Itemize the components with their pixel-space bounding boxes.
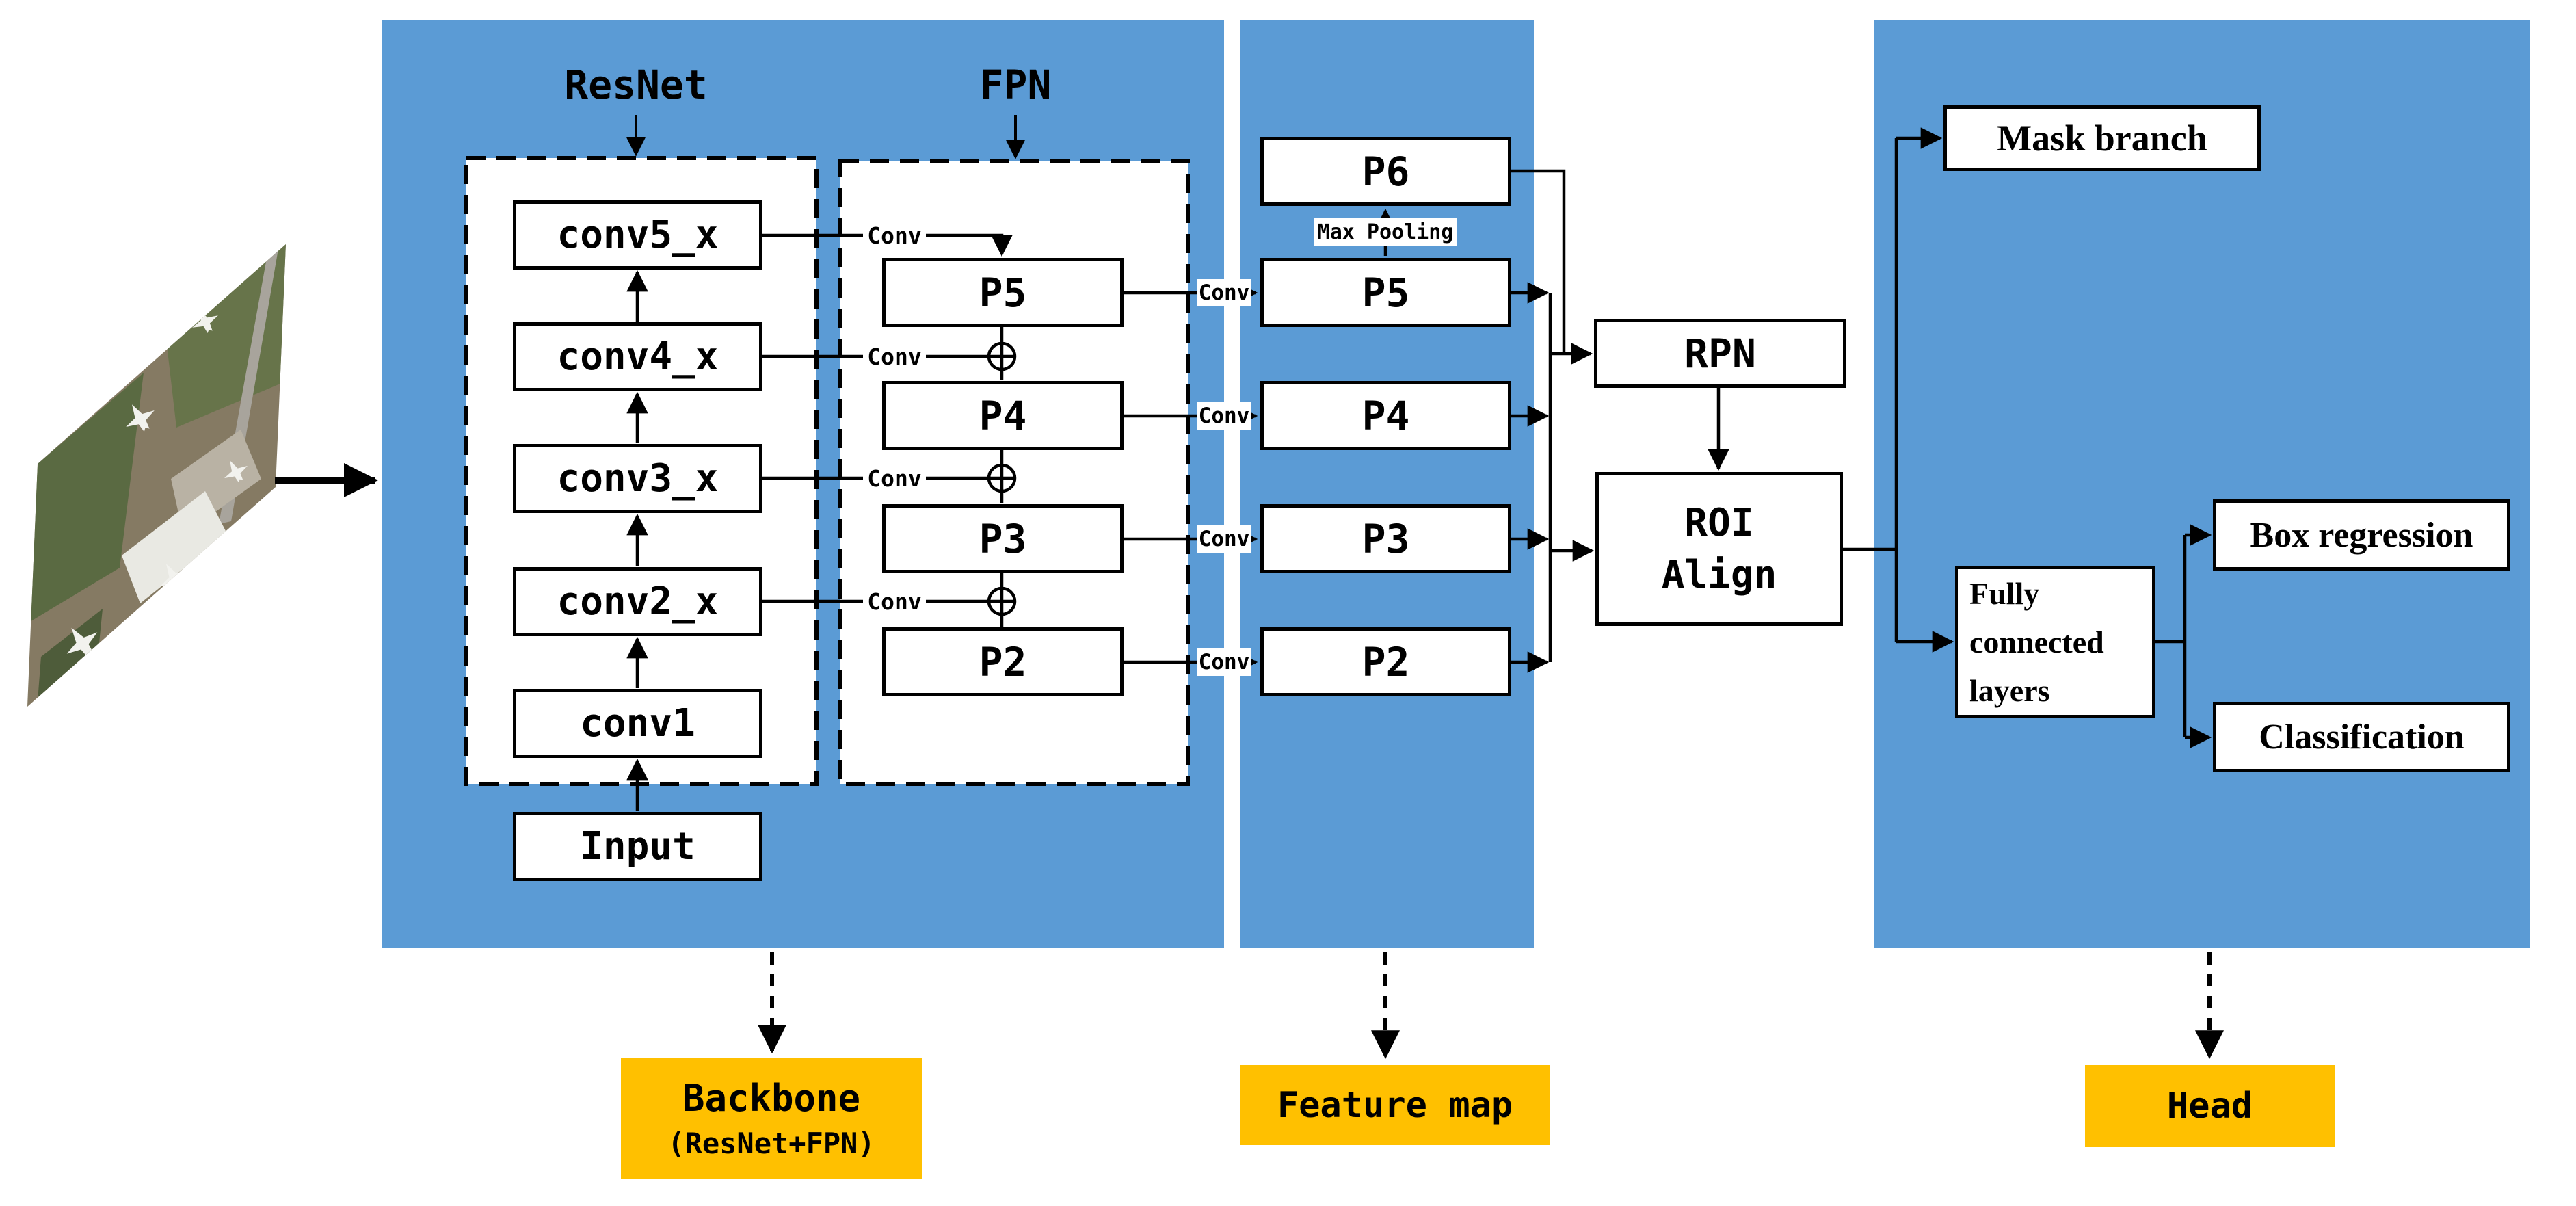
conv4x-label: conv4_x (557, 335, 719, 379)
feature-map-caption: Feature map (1240, 1065, 1550, 1145)
fpn-p2-label: P2 (979, 638, 1027, 685)
box-fm-p6: P6 (1260, 137, 1511, 206)
input-label: Input (580, 824, 695, 869)
fpn-p5-label: P5 (979, 269, 1027, 316)
conv3x-label: conv3_x (557, 456, 719, 501)
add-circle-icon (987, 463, 1017, 493)
fc-line1: Fully (1969, 575, 2040, 611)
conv-op-chip: Conv (863, 464, 926, 492)
conv-op-chip: Conv (863, 588, 926, 615)
box-fpn-p2: P2 (882, 627, 1124, 696)
add-circle-icon (987, 586, 1017, 616)
head-caption: Head (2085, 1065, 2335, 1147)
conv-op-label: Conv (1198, 527, 1250, 551)
box-fm-p3: P3 (1260, 504, 1511, 573)
box-classification: Classification (2213, 702, 2510, 772)
head-panel (1874, 20, 2530, 948)
box-fully-connected: Fully connected layers (1955, 566, 2155, 718)
feature-map-output-bus (1511, 169, 1595, 673)
conv-op-label: Conv (867, 343, 922, 370)
box-rpn: RPN (1594, 319, 1846, 388)
box-fm-p4: P4 (1260, 381, 1511, 450)
conv-op-chip: Conv (1197, 525, 1251, 553)
conv-op-chip: Conv (863, 343, 926, 370)
max-pooling-label: Max Pooling (1317, 220, 1454, 244)
backbone-caption-title: Backbone (682, 1077, 861, 1120)
roi-align-line1: ROI (1684, 500, 1754, 545)
conv-op-chip: Conv (1197, 648, 1251, 676)
fc-line2: connected (1969, 624, 2104, 659)
fm-p5-label: P5 (1362, 269, 1410, 316)
fm-p2-label: P2 (1362, 638, 1410, 685)
backbone-caption: Backbone (ResNet+FPN) (621, 1058, 922, 1179)
fpn-title: FPN (947, 60, 1084, 109)
conv-op-chip: Conv (1197, 402, 1251, 430)
box-fm-p5: P5 (1260, 258, 1511, 327)
box-roi-align: ROI Align (1595, 472, 1843, 626)
classification-label: Classification (2259, 718, 2465, 757)
head-caption-title: Head (2166, 1086, 2253, 1127)
caption-dashed-arrows (758, 952, 2224, 1060)
box-conv4x: conv4_x (513, 322, 762, 391)
fpn-p3-label: P3 (979, 515, 1027, 562)
conv-op-label: Conv (1198, 650, 1250, 674)
box-input: Input (513, 812, 762, 881)
conv-op-label: Conv (867, 464, 922, 492)
fc-output-branch (2155, 524, 2212, 748)
conv-op-label: Conv (867, 588, 922, 615)
backbone-caption-subtitle: (ResNet+FPN) (667, 1127, 875, 1160)
input-aerial-image-icon (27, 244, 378, 707)
conv1-label: conv1 (580, 701, 695, 746)
fm-p4-label: P4 (1362, 392, 1410, 439)
resnet-title: ResNet (546, 60, 726, 109)
box-fpn-p5: P5 (882, 258, 1124, 327)
roi-output-branch (1843, 127, 1954, 653)
conv-op-chip: Conv (1197, 279, 1251, 306)
fpn-p4-label: P4 (979, 392, 1027, 439)
fc-line3: layers (1969, 673, 2050, 709)
conv2x-label: conv2_x (557, 579, 719, 624)
box-mask-branch: Mask branch (1943, 105, 2261, 171)
fm-p6-label: P6 (1362, 148, 1410, 195)
add-circle-icon (987, 341, 1017, 371)
box-conv2x: conv2_x (513, 567, 762, 636)
conv-op-label: Conv (867, 222, 922, 249)
conv-op-label: Conv (1198, 280, 1250, 305)
rpn-label: RPN (1684, 330, 1756, 377)
resnet-title-label: ResNet (564, 62, 708, 108)
fm-p3-label: P3 (1362, 515, 1410, 562)
mask-branch-label: Mask branch (1997, 118, 2207, 159)
box-box-regression: Box regression (2213, 499, 2510, 571)
box-fpn-p4: P4 (882, 381, 1124, 450)
roi-align-line2: Align (1661, 552, 1777, 597)
box-conv5x: conv5_x (513, 200, 762, 270)
conv-op-chip: Conv (863, 222, 926, 249)
fpn-title-label: FPN (979, 62, 1052, 108)
conv-op-label: Conv (1198, 404, 1250, 428)
conv5x-label: conv5_x (557, 213, 719, 257)
box-conv1: conv1 (513, 689, 762, 758)
box-fpn-p3: P3 (882, 504, 1124, 573)
max-pooling-chip: Max Pooling (1314, 218, 1457, 246)
feature-map-caption-title: Feature map (1277, 1084, 1513, 1126)
box-conv3x: conv3_x (513, 444, 762, 513)
box-regression-label: Box regression (2250, 515, 2473, 555)
box-fm-p2: P2 (1260, 627, 1511, 696)
